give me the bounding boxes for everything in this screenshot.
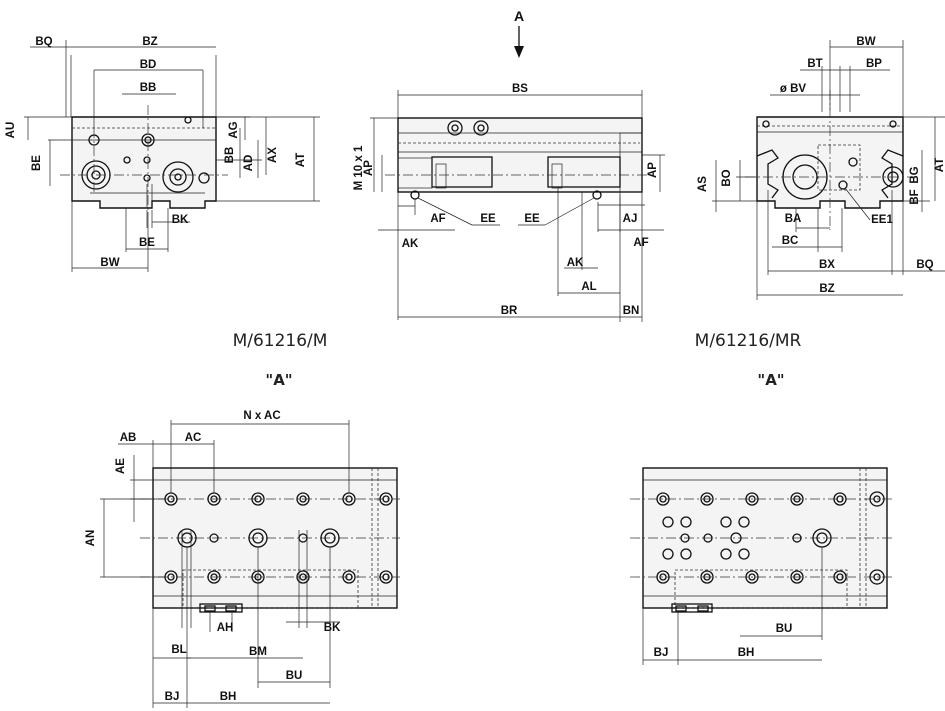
label-rear-as: AS	[697, 176, 709, 192]
label-bq: BQ	[35, 36, 52, 48]
label-ak-left: AK	[402, 238, 419, 250]
label-rear-bf: BF	[909, 189, 921, 204]
label-bb-top: BB	[140, 82, 157, 94]
label-at: AT	[295, 153, 307, 167]
label-al: AL	[581, 281, 596, 293]
label-ae: AE	[115, 458, 127, 474]
caption-view-a-right: "A"	[757, 371, 784, 389]
label-rear-bw: BW	[856, 36, 875, 48]
label-rear-bx: BX	[819, 259, 835, 271]
label-rear-bp: BP	[866, 58, 882, 70]
label-ee-1: EE	[480, 213, 496, 225]
label-rear-ba: BA	[785, 213, 802, 225]
label-ee-2: EE	[524, 213, 540, 225]
label-ap-right: AP	[647, 162, 659, 178]
label-af-left: AF	[430, 213, 445, 225]
label-ac: AC	[185, 432, 202, 444]
label-ap-left: AP	[363, 160, 375, 176]
label-bw: BW	[100, 257, 119, 269]
label-rear-bq: BQ	[916, 259, 933, 271]
label-an: AN	[85, 530, 97, 547]
label-bl-bu: BU	[286, 670, 303, 682]
label-rear-bv: ø BV	[780, 83, 807, 95]
label-m10: M 10 x 1	[353, 145, 365, 190]
label-bl-bh: BH	[220, 691, 237, 703]
caption-view-a-left: "A"	[265, 371, 292, 389]
label-br-bu: BU	[776, 623, 793, 635]
label-bk: BK	[172, 214, 189, 226]
label-rear-bg: BG	[909, 166, 921, 183]
label-bl-bk: BK	[324, 622, 341, 634]
label-rear-ee1: EE1	[871, 214, 893, 226]
label-ak-mid: AK	[567, 257, 584, 269]
caption-model-mr: M/61216/MR	[695, 331, 802, 351]
caption-model-m: M/61216/M	[233, 331, 328, 351]
label-rear-bt: BT	[807, 58, 822, 70]
label-rear-bc: BC	[782, 235, 799, 247]
rear-view: BW BT BP ø BV AS BO AT BG BF BA EE1	[697, 36, 945, 300]
label-nxac: N x AC	[243, 410, 280, 422]
label-bn: BN	[623, 305, 640, 317]
label-ab: AB	[120, 432, 137, 444]
label-bl-bj: BJ	[165, 691, 180, 703]
label-ah: AH	[217, 622, 234, 634]
label-br-bh: BH	[738, 647, 755, 659]
label-af-right: AF	[633, 237, 648, 249]
label-bs: BS	[512, 83, 528, 95]
label-ax: AX	[267, 147, 279, 163]
bottom-view-m: N x AC AB AC AE AN AH BK BL BM	[85, 410, 400, 708]
label-au: AU	[5, 122, 17, 139]
label-bd: BD	[140, 59, 157, 71]
label-rear-at: AT	[934, 158, 945, 172]
label-ad: AD	[243, 155, 255, 172]
label-br: BR	[501, 305, 518, 317]
front-view: BZ BQ BD BB AU BE AG BB AD AX	[5, 36, 320, 272]
label-be-bottom: BE	[139, 237, 155, 249]
label-rear-bz: BZ	[819, 283, 834, 295]
label-aj: AJ	[623, 213, 638, 225]
label-bl: BL	[171, 644, 186, 656]
side-view: A BS M 10 x 1 AP AP	[353, 8, 665, 322]
label-br-bj: BJ	[654, 647, 669, 659]
label-bz: BZ	[142, 36, 157, 48]
bottom-view-mr: BU BJ BH	[630, 467, 892, 665]
view-arrow-label: A	[514, 8, 524, 24]
label-rear-bo: BO	[721, 169, 733, 186]
label-bb-right: BB	[224, 147, 236, 164]
label-ag: AG	[228, 121, 240, 138]
label-be-left: BE	[31, 155, 43, 171]
